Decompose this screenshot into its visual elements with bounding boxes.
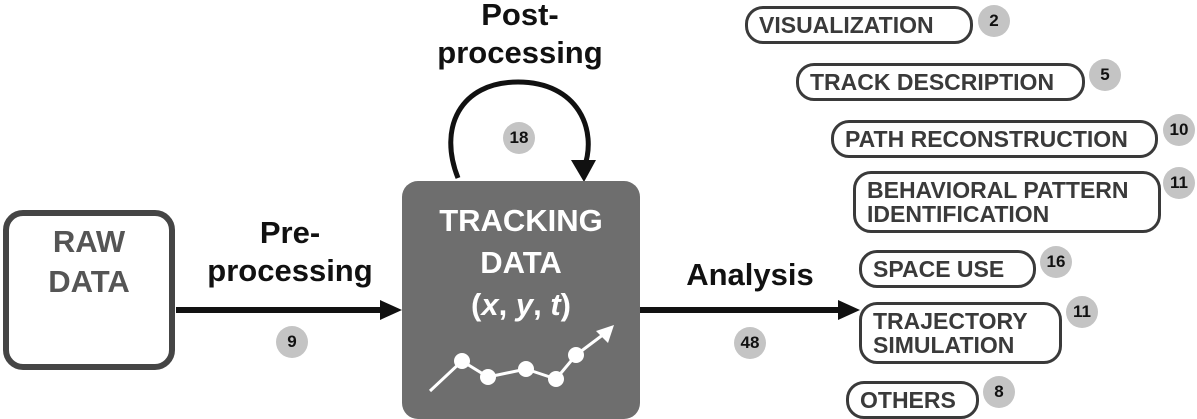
category-count-badge: 11	[1163, 167, 1195, 199]
category-label-line2: SIMULATION	[873, 332, 1015, 358]
category-count-badge: 16	[1040, 246, 1072, 278]
category-label-line1: TRAJECTORY	[873, 308, 1028, 334]
raw-data-box	[3, 210, 175, 370]
var-x: x	[481, 287, 499, 322]
category-label-line1: BEHAVIORAL PATTERN	[867, 177, 1129, 203]
category-behavioral-pattern-identification: BEHAVIORAL PATTERN IDENTIFICATION	[853, 171, 1161, 233]
raw-data-label: RAW DATA	[3, 222, 175, 302]
postprocessing-count-badge: 18	[503, 122, 535, 154]
raw-data-label-line1: RAW	[52, 224, 126, 259]
category-space-use: SPACE USE	[859, 250, 1036, 288]
tracking-data-label: TRACKING DATA (x, y, t)	[402, 200, 640, 326]
category-count-badge: 2	[978, 5, 1010, 37]
analysis-arrowhead	[838, 300, 860, 320]
category-count-badge: 8	[983, 376, 1015, 408]
raw-data-label-line2: DATA	[48, 264, 130, 299]
tracking-data-label-line2: DATA	[480, 245, 562, 280]
preprocessing-label: Pre- processing	[180, 214, 400, 290]
var-t: t	[550, 287, 561, 322]
category-track-description: TRACK DESCRIPTION	[796, 63, 1085, 101]
tracking-data-variables: (x, y, t)	[471, 287, 571, 322]
category-others: OTHERS	[846, 381, 979, 419]
category-path-reconstruction: PATH RECONSTRUCTION	[831, 120, 1158, 158]
var-y: y	[515, 287, 534, 322]
category-label-line2: IDENTIFICATION	[867, 201, 1050, 227]
postprocessing-loop-arrowhead	[571, 160, 596, 182]
category-count-badge: 11	[1066, 296, 1098, 328]
postprocessing-label-line2: processing	[437, 35, 603, 70]
preprocessing-label-line2: processing	[207, 253, 373, 288]
category-label: SPACE USE	[873, 256, 1005, 282]
postprocessing-label-line1: Post-	[481, 0, 559, 32]
category-label: PATH RECONSTRUCTION	[845, 126, 1128, 152]
postprocessing-label: Post- processing	[400, 0, 640, 72]
category-label: VISUALIZATION	[759, 12, 934, 38]
tracking-data-label-line1: TRACKING	[439, 203, 603, 238]
category-trajectory-simulation: TRAJECTORY SIMULATION	[859, 302, 1062, 364]
trajectory-icon	[428, 325, 614, 393]
category-label: TRACK DESCRIPTION	[810, 69, 1055, 95]
category-count-badge: 10	[1163, 114, 1195, 146]
preprocessing-arrowhead	[380, 300, 402, 320]
analysis-label: Analysis	[686, 257, 814, 292]
analysis-count-badge: 48	[734, 327, 766, 359]
preprocessing-label-line1: Pre-	[259, 215, 321, 250]
preprocessing-count-badge: 9	[276, 326, 308, 358]
category-count-badge: 5	[1089, 59, 1121, 91]
postprocessing-loop-arrow	[448, 79, 591, 179]
category-visualization: VISUALIZATION	[745, 6, 973, 44]
category-label: OTHERS	[860, 387, 956, 413]
